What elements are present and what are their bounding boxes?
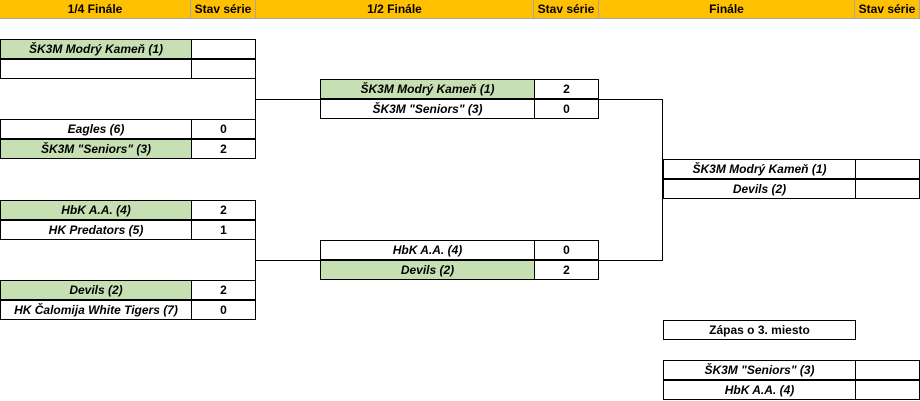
qf3-team1: HbK A.A. (4): [0, 200, 192, 220]
third-place-score1: [855, 360, 920, 380]
sf2-score2: 2: [534, 260, 599, 280]
sf2-score1: 0: [534, 240, 599, 260]
sf1-score2: 0: [534, 99, 599, 119]
third-place-team2: HbK A.A. (4): [663, 380, 856, 400]
qf2-team2: ŠK3M "Seniors" (3): [0, 139, 192, 159]
final-team2: Devils (2): [663, 179, 856, 199]
sf1-team1: ŠK3M Modrý Kameň (1): [320, 79, 535, 99]
header-semifinals-score: Stav série: [534, 0, 599, 19]
qf2-score1: 0: [191, 119, 256, 139]
header-final: Finále: [599, 0, 855, 19]
connector-qf34-horizontal: [255, 260, 320, 261]
qf1-team1: ŠK3M Modrý Kameň (1): [0, 39, 192, 59]
qf2-team1: Eagles (6): [0, 119, 192, 139]
header-quarterfinals-score: Stav série: [191, 0, 256, 19]
third-place-score2: [855, 380, 920, 400]
qf4-team2: HK Čalomija White Tigers (7): [0, 300, 192, 320]
header-quarterfinals: 1/4 Finále: [0, 0, 191, 19]
connector-sf2-out: [598, 260, 663, 261]
third-place-team1: ŠK3M "Seniors" (3): [663, 360, 856, 380]
final-team1: ŠK3M Modrý Kameň (1): [663, 159, 856, 179]
connector-sf-vertical: [662, 99, 663, 261]
qf3-score2: 1: [191, 220, 256, 240]
qf4-score1: 2: [191, 280, 256, 300]
final-score1: [855, 159, 920, 179]
sf2-team1: HbK A.A. (4): [320, 240, 535, 260]
qf3-score1: 2: [191, 200, 256, 220]
qf2-score2: 2: [191, 139, 256, 159]
qf1-score1: [191, 39, 256, 59]
qf1-score2: [191, 59, 256, 79]
sf1-team2: ŠK3M "Seniors" (3): [320, 99, 535, 119]
header-final-score: Stav série: [855, 0, 920, 19]
third-place-title: Zápas o 3. miesto: [663, 320, 856, 340]
sf1-score1: 2: [534, 79, 599, 99]
qf4-score2: 0: [191, 300, 256, 320]
qf1-team2: [0, 59, 192, 79]
qf3-team2: HK Predators (5): [0, 220, 192, 240]
header-semifinals: 1/2 Finále: [256, 0, 534, 19]
sf2-team2: Devils (2): [320, 260, 535, 280]
final-score2: [855, 179, 920, 199]
connector-qf12-horizontal: [255, 99, 320, 100]
connector-sf1-out: [598, 99, 663, 100]
qf4-team1: Devils (2): [0, 280, 192, 300]
